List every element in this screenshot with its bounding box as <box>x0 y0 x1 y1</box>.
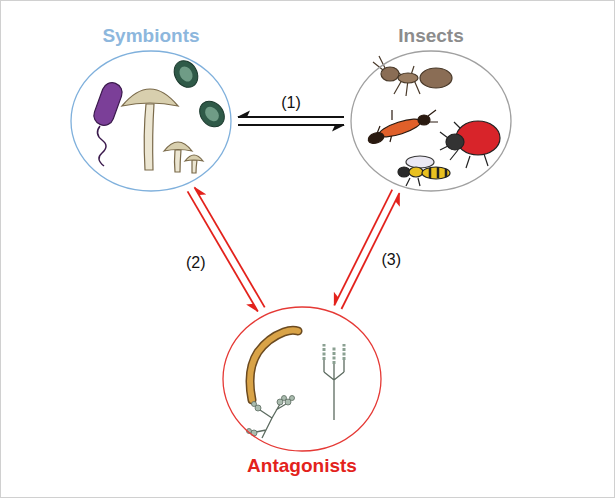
nematode <box>250 330 298 400</box>
circle-outline <box>222 306 382 452</box>
title-holder: Insects <box>350 25 512 47</box>
title-holder: Antagonists <box>222 455 382 477</box>
group-title: Insects <box>398 25 463 46</box>
callout-number: (3) <box>381 251 401 268</box>
group-circle: Symbionts <box>70 50 232 192</box>
interaction-arrow <box>238 124 344 126</box>
group-circle: Antagonists <box>222 306 382 452</box>
fungus <box>247 344 345 438</box>
circle-outline <box>70 50 232 192</box>
wasp <box>398 156 450 186</box>
interaction-arrow <box>194 187 264 307</box>
circle-outline <box>351 51 511 191</box>
rove-beetle <box>367 110 438 145</box>
title-holder: Symbionts <box>70 25 232 47</box>
label-holder: (2) <box>184 254 208 272</box>
interaction-arrow <box>188 191 258 311</box>
callout-number: (1) <box>281 94 301 111</box>
interaction-arrow <box>238 116 344 118</box>
circle-outline <box>223 307 381 451</box>
group-title: Antagonists <box>247 455 357 476</box>
circle-outline <box>350 50 512 192</box>
bacterium <box>91 80 125 166</box>
circle-outline <box>71 51 231 191</box>
group-title: Symbionts <box>102 25 199 46</box>
label-holder: (1) <box>279 94 303 112</box>
label-holder: (3) <box>379 251 403 269</box>
callout-number: (2) <box>186 254 206 271</box>
mushrooms <box>122 89 203 173</box>
spores <box>169 56 229 131</box>
group-circle: Insects <box>350 50 512 192</box>
ant <box>373 56 452 96</box>
interaction-arrow <box>334 190 392 306</box>
red-beetle <box>440 121 500 168</box>
